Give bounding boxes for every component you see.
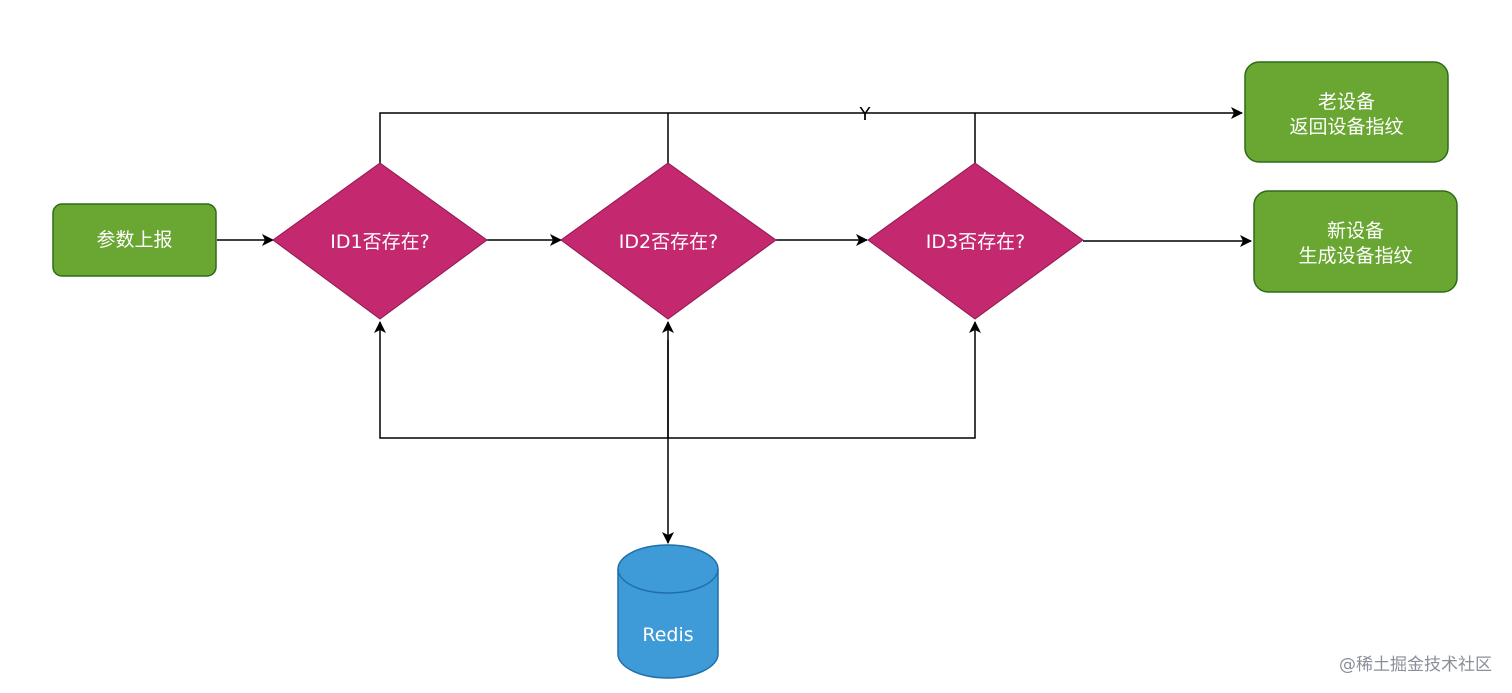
old-device-shape: [1244, 61, 1449, 163]
old-device-label-line2: 返回设备指纹: [1289, 116, 1403, 138]
decision-id1-node: ID1否存在?: [272, 162, 488, 320]
redis-label: Redis: [642, 624, 693, 646]
decision-id1-label: ID1否存在?: [330, 231, 429, 253]
decision-id3-node: ID3否存在?: [867, 162, 1084, 320]
old-device-node: 老设备 返回设备指纹: [1244, 61, 1449, 163]
redis-database-node: Redis: [617, 544, 719, 679]
edges: [217, 107, 1252, 544]
yes-edge-label: Y: [859, 104, 872, 125]
redis-cylinder-top-rim: [617, 568, 719, 594]
start-process-label: 参数上报: [96, 229, 172, 251]
edge-redis-to-id1: [374, 321, 668, 439]
new-device-label-line2: 生成设备指纹: [1298, 245, 1412, 267]
new-device-label-line1: 新设备: [1327, 220, 1384, 242]
decision-id3-shape: [867, 162, 1084, 320]
start-process-node: 参数上报: [52, 203, 217, 277]
edge-redis-to-id3: [668, 321, 981, 439]
decision-id2-node: ID2否存在?: [560, 162, 777, 320]
watermark-text: @稀土掘金技术社区: [1339, 655, 1492, 675]
decision-id3-label: ID3否存在?: [926, 231, 1025, 253]
new-device-shape: [1253, 190, 1458, 293]
decision-id2-shape: [560, 162, 777, 320]
decision-id1-shape: [272, 162, 488, 320]
old-device-label-line1: 老设备: [1318, 91, 1375, 113]
edge-yes-to-old-device: [379, 107, 1243, 163]
new-device-node: 新设备 生成设备指纹: [1253, 190, 1458, 293]
decision-id2-label: ID2否存在?: [619, 231, 718, 253]
start-process-shape: [52, 203, 217, 277]
redis-cylinder-body: [617, 544, 719, 679]
